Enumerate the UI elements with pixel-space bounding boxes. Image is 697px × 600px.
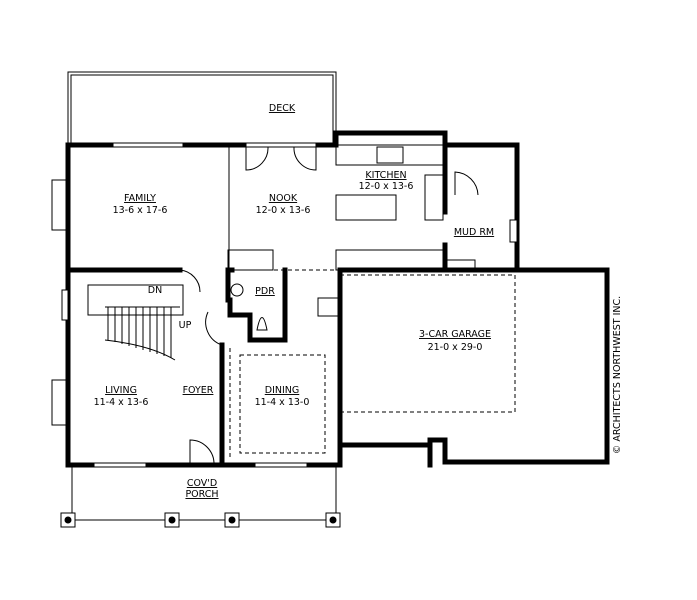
family-label: FAMILY: [124, 193, 156, 204]
powder-label: PDR: [255, 286, 275, 297]
porch-label: COV'D: [187, 478, 217, 489]
living-size: 11-4 x 13-6: [94, 397, 149, 408]
room-labels: DECK FAMILY 13-6 x 17-6 NOOK 12-0 x 13-6…: [94, 103, 495, 500]
mud-room-label: MUD RM: [454, 227, 494, 238]
doors: [179, 146, 479, 466]
garage-outline: [340, 274, 516, 413]
porch-column-post: [168, 516, 176, 524]
living-label: LIVING: [105, 385, 137, 396]
garage-size: 21-0 x 29-0: [428, 342, 483, 353]
copyright: © ARCHITECTS NORTHWEST INC.: [612, 296, 623, 454]
nook-size: 12-0 x 13-6: [256, 205, 311, 216]
nook-label: NOOK: [269, 193, 298, 204]
dining-label: DINING: [265, 385, 300, 396]
windows: [93, 142, 317, 468]
deck-label: DECK: [269, 103, 296, 114]
porch-label-2: PORCH: [185, 489, 218, 500]
porch: [60, 465, 341, 528]
stairs: [87, 284, 184, 361]
dining-ceiling: [239, 354, 326, 454]
deck: [67, 71, 337, 146]
kitchen-label: KITCHEN: [365, 170, 406, 181]
garage-label: 3-CAR GARAGE: [419, 329, 491, 340]
interior-lines: [51, 144, 518, 426]
porch-column-post: [64, 516, 72, 524]
dining-size: 11-4 x 13-0: [255, 397, 310, 408]
stairs-down-label: DN: [148, 285, 162, 296]
stairs-up-label: UP: [179, 320, 192, 331]
porch-column-post: [329, 516, 337, 524]
foyer-label: FOYER: [183, 385, 214, 396]
porch-column-post: [228, 516, 236, 524]
family-size: 13-6 x 17-6: [113, 205, 168, 216]
kitchen-size: 12-0 x 13-6: [359, 181, 414, 192]
